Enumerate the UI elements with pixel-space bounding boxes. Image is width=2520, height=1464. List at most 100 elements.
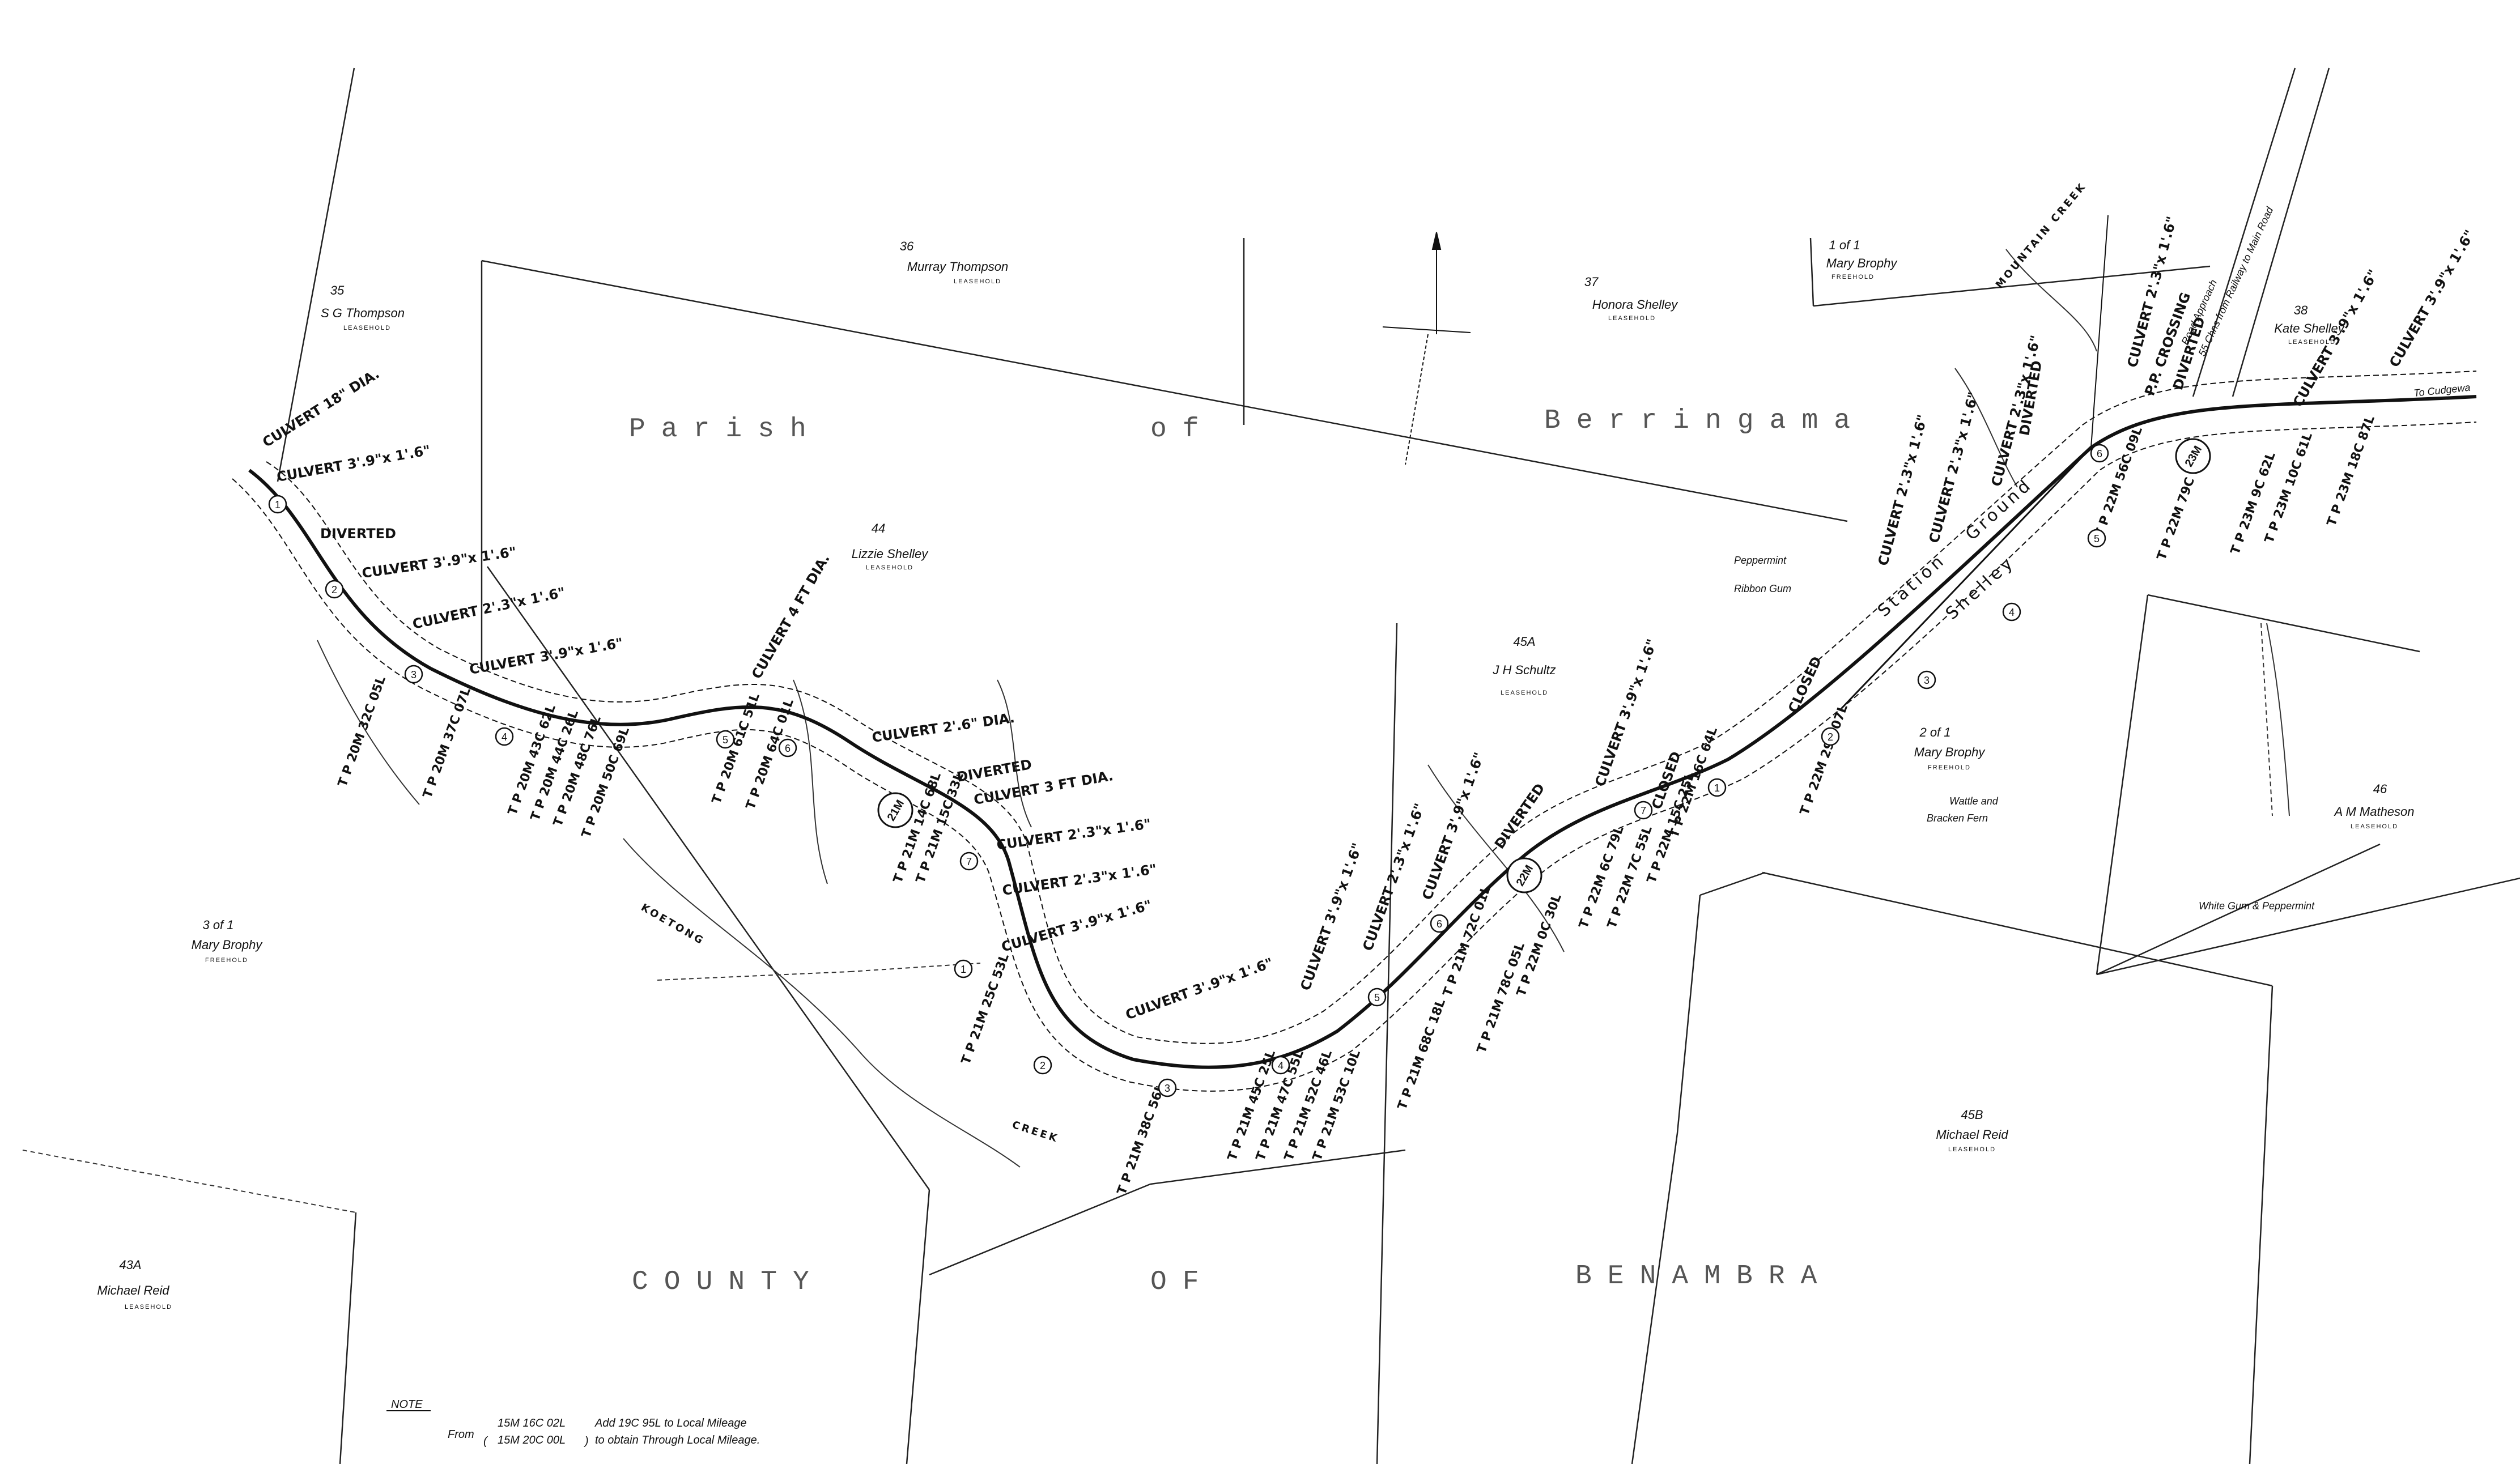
tangent-point-30: T P 23M 18C 87L <box>2324 414 2378 528</box>
lot-tenure: LEASEHOLD <box>1608 315 1656 322</box>
lot-45b: 45B Michael Reid LEASEHOLD <box>1936 1108 2008 1153</box>
lot-number: 38 <box>2294 303 2308 317</box>
note-range-2: 15M 20C 00L <box>498 1434 566 1446</box>
curve-marker-2: 2 <box>325 580 344 599</box>
culvert-label-5: CULVERT 2'.3"x 1'.6" <box>411 584 567 632</box>
lot-tenure: LEASEHOLD <box>866 564 913 571</box>
curve-number: 4 <box>502 731 507 743</box>
curve-number: 7 <box>1641 805 1646 816</box>
note-text-2: to obtain Through Local Mileage. <box>595 1434 760 1446</box>
lot-number: 37 <box>1584 275 1599 289</box>
curve-marker-9: 2 <box>1033 1056 1052 1075</box>
lot-owner: Lizzie Shelley <box>852 547 929 561</box>
curve-number: 2 <box>1828 731 1833 743</box>
lot-number: 46 <box>2373 782 2387 796</box>
lot-number: 44 <box>872 521 885 535</box>
lot-tenure: LEASEHOLD <box>343 325 391 331</box>
culvert-label-9: DIVERTED <box>955 756 1033 785</box>
curve-marker-3: 3 <box>404 665 423 684</box>
curve-marker-19: 5 <box>2087 529 2106 548</box>
curve-number: 4 <box>1278 1060 1284 1071</box>
parish-word-3: Berringama <box>1544 406 1866 436</box>
curve-marker-6: 6 <box>778 738 797 757</box>
lot-1-of-1: 1 of 1 Mary Brophy FREEHOLD <box>1826 238 1898 280</box>
tangent-point-12: T P 21M 38C 56L <box>1115 1082 1168 1197</box>
note-brace-left: ( <box>483 1435 488 1448</box>
culvert-label-22: CULVERT 2'.3"x 1'.6" <box>1875 413 1931 568</box>
creek-lines <box>317 249 2290 1168</box>
curve-marker-4: 4 <box>495 727 514 746</box>
tangent-point-25: T P 22M 29C 07L <box>1797 703 1851 817</box>
curve-number: 5 <box>723 734 728 746</box>
curve-number: 1 <box>961 964 966 975</box>
veg-bracken: Bracken Fern <box>1927 812 1988 824</box>
lot-number: 1 of 1 <box>1829 238 1860 252</box>
lot-owner: Michael Reid <box>1936 1127 2008 1142</box>
curve-marker-15: 1 <box>1707 778 1727 797</box>
veg-wattle: Wattle and <box>1949 795 1999 807</box>
parish-label: Parish of Berringama <box>629 406 1866 445</box>
mile-post-21: 21M <box>877 792 913 828</box>
culvert-label-14: CULVERT 3'.9"x 1'.6" <box>1123 955 1275 1023</box>
curve-number: 3 <box>1924 675 1930 686</box>
vegetation-labels: Peppermint Ribbon Gum Wattle and Bracken… <box>1734 555 2315 912</box>
culvert-label-8: CULVERT 2'.6" DIA. <box>871 710 1015 746</box>
curve-number: 1 <box>275 499 281 510</box>
lot-owner: Kate Shelley <box>2274 321 2345 335</box>
curve-number: 3 <box>411 669 417 680</box>
culvert-label-6: CULVERT 3'.9"x 1'.6" <box>468 635 624 678</box>
county-word-3: BENAMBRA <box>1575 1261 1833 1292</box>
mileage-note: NOTE From ( 15M 16C 02L 15M 20C 00L ) Ad… <box>386 1398 760 1448</box>
lot-tenure: FREEHOLD <box>1831 274 1875 280</box>
lot-tenure: FREEHOLD <box>205 957 248 964</box>
north-arrow <box>1382 232 1471 465</box>
culvert-label-2: CULVERT 3'.9"x 1'.6" <box>275 442 431 485</box>
curve-number: 5 <box>1374 992 1380 1003</box>
lot-number: 2 of 1 <box>1919 725 1950 739</box>
lot-number: 45A <box>1513 635 1535 649</box>
tangent-point-18: T P 21M 72C 01L <box>1440 884 1494 998</box>
curve-marker-13: 6 <box>1430 914 1449 933</box>
veg-white-gum: White Gum & Peppermint <box>2199 900 2315 912</box>
culvert-label-17: CULVERT 3'.9"x 1'.6" <box>1419 750 1487 902</box>
curve-number: 6 <box>2097 448 2102 459</box>
lot-owner: J H Schultz <box>1492 663 1556 677</box>
curve-marker-8: 1 <box>954 959 973 978</box>
curve-number: 2 <box>1040 1060 1046 1071</box>
lot-number: 45B <box>1961 1108 1983 1122</box>
county-word-2: OF <box>1150 1267 1215 1297</box>
lot-owner: Murray Thompson <box>907 259 1009 274</box>
lot-owner: Honora Shelley <box>1592 297 1678 312</box>
culvert-label-15: CULVERT 3'.9"x 1'.6" <box>1297 841 1365 993</box>
lot-46: 46 A M Matheson LEASEHOLD <box>2333 782 2414 830</box>
lot-tenure: FREEHOLD <box>1928 764 1971 771</box>
mile-post-23: 23M <box>2175 438 2211 474</box>
curve-number: 1 <box>1714 782 1720 794</box>
lot-owner: Mary Brophy <box>1914 745 1986 759</box>
railway-alignment <box>232 215 2477 1092</box>
lot-tenure: LEASEHOLD <box>125 1304 172 1310</box>
lot-owner: Mary Brophy <box>192 938 264 952</box>
lot-number: 35 <box>330 283 345 297</box>
lot-44: 44 Lizzie Shelley LEASEHOLD <box>852 521 929 571</box>
mile-posts: 21M 22M 23M <box>877 438 2211 893</box>
curve-number: 6 <box>785 743 791 754</box>
note-brace-right: ) <box>584 1435 589 1448</box>
lot-43a: 43A Michael Reid LEASEHOLD <box>97 1258 172 1310</box>
mile-post-22: 22M <box>1506 857 1542 893</box>
culvert-label-30: CULVERT 3'.9"x 1'.6" <box>2386 227 2478 370</box>
culvert-label-13: CULVERT 3'.9"x 1'.6" <box>1000 897 1154 955</box>
curve-marker-14: 7 <box>1634 801 1653 820</box>
lot-owner: Michael Reid <box>97 1283 169 1297</box>
curve-marker-16: 2 <box>1821 727 1840 746</box>
curve-number: 5 <box>2094 533 2100 544</box>
culvert-label-1: CULVERT 18" DIA. <box>260 366 382 451</box>
parish-word-2: of <box>1150 414 1215 445</box>
veg-ribbon-gum: Ribbon Gum <box>1734 583 1791 594</box>
lot-35: 35 S G Thompson LEASEHOLD <box>321 283 405 331</box>
tangent-point-19: T P 21M 78C 05L <box>1474 940 1528 1055</box>
lot-tenure: LEASEHOLD <box>2288 339 2336 346</box>
note-range-1: 15M 16C 02L <box>498 1417 566 1429</box>
lot-tenure: LEASEHOLD <box>954 278 1001 285</box>
